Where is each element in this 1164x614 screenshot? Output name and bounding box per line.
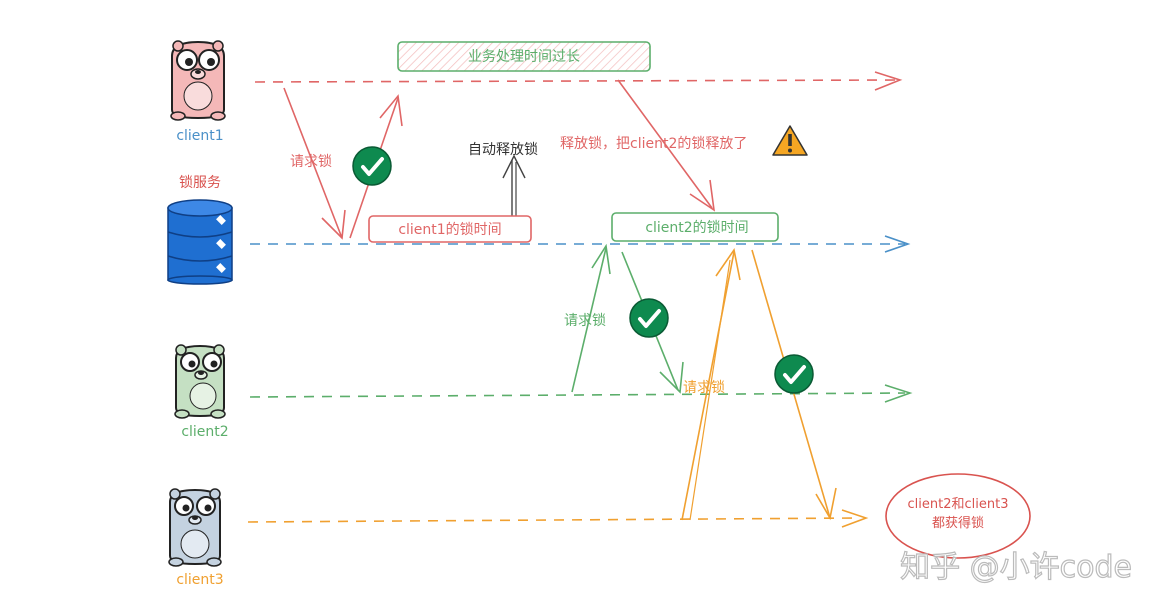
warning-icon: [772, 125, 808, 156]
client2-label: client2: [181, 424, 228, 440]
arrow-client2-request: [571, 243, 611, 393]
box-client1-lock-time: client1的锁时间: [368, 215, 532, 243]
check-circle-icon: [629, 298, 669, 338]
timeline-client2: [249, 384, 913, 403]
result-line1: client2和client3: [908, 497, 1009, 512]
arrow-client3-request-b: [689, 259, 731, 521]
timeline-client3: [247, 509, 869, 528]
box-client2-lock-time: client2的锁时间: [611, 212, 779, 242]
timeline-client1: [254, 71, 903, 91]
gopher-client3-icon: [168, 488, 222, 567]
check-circle-icon: [352, 146, 392, 186]
watermark: 知乎 @小许code: [900, 550, 1132, 585]
gopher-client2-icon: [174, 344, 226, 419]
gopher-client1-icon: [170, 40, 226, 121]
label-request-lock-client2: 请求锁: [564, 313, 606, 329]
label-request-lock-client3: 请求锁: [683, 380, 725, 396]
check-circle-icon: [774, 354, 814, 394]
arrow-client1-request: [283, 87, 346, 240]
result-line2: 都获得锁: [932, 515, 984, 531]
arrow-auto-release: [502, 154, 526, 218]
timeline-lock-service: [250, 235, 911, 253]
label-release-wrong-lock: 释放锁，把client2的锁释放了: [560, 136, 747, 152]
arrow-release-wrong-lock: [617, 79, 716, 212]
database-icon: [167, 199, 233, 285]
box-client2-lock-time-label: client2的锁时间: [645, 220, 748, 236]
client3-label: client3: [176, 572, 223, 588]
box-client1-lock-time-label: client1的锁时间: [398, 222, 501, 238]
lock-service-label: 锁服务: [179, 175, 221, 191]
result-ellipse: client2和client3 都获得锁: [885, 473, 1031, 559]
client1-label: client1: [176, 128, 223, 144]
label-request-lock-client1: 请求锁: [290, 154, 332, 170]
label-auto-release: 自动释放锁: [468, 142, 538, 158]
box-business-too-long: 业务处理时间过长: [397, 41, 651, 72]
box-business-too-long-label: 业务处理时间过长: [468, 49, 580, 65]
arrow-client3-request: [681, 247, 741, 521]
